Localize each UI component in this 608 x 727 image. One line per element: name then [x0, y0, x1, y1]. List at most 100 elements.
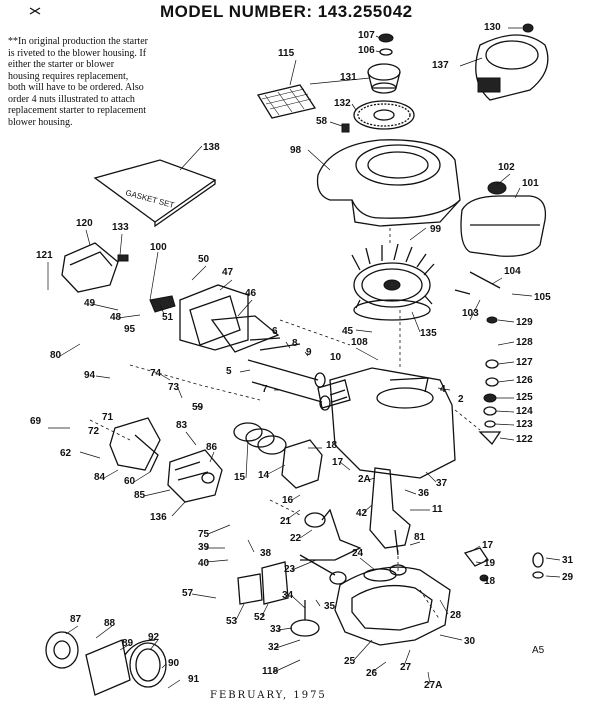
callout-71: 71: [102, 412, 114, 423]
muffler-101: [460, 181, 547, 257]
callout-107: 107: [358, 30, 375, 41]
callout-17b: 17: [482, 540, 494, 551]
rewind-starter-137: [475, 23, 549, 101]
callout-62: 62: [60, 448, 72, 459]
callout-122: 122: [516, 434, 533, 445]
callout-121: 121: [36, 250, 53, 261]
callout-125: 125: [516, 392, 533, 403]
callout-100: 100: [150, 242, 167, 253]
callout-32: 32: [268, 642, 280, 653]
carburetor-assembly: [149, 284, 301, 353]
callout-47: 47: [222, 267, 234, 278]
piston-14: [233, 422, 323, 489]
callout-33: 33: [270, 624, 282, 635]
gasket-set-label: GASKET SET: [124, 188, 175, 210]
callout-7: 7: [262, 384, 268, 395]
callout-22: 22: [290, 533, 302, 544]
callout-30: 30: [464, 636, 476, 647]
callout-34: 34: [282, 590, 294, 601]
callout-35: 35: [324, 601, 336, 612]
gasket-set-box: GASKET SET: [93, 159, 217, 228]
callout-123: 123: [516, 419, 533, 430]
callout-94: 94: [84, 370, 96, 381]
callout-85: 85: [134, 490, 146, 501]
air-cleaner-120: [61, 242, 129, 293]
callout-52: 52: [254, 612, 266, 623]
callout-115: 115: [278, 48, 295, 59]
flywheel-135: [351, 243, 435, 321]
callout-11: 11: [432, 504, 443, 515]
callout-91: 91: [188, 674, 200, 685]
callout-89: 89: [122, 638, 134, 649]
callout-75: 75: [198, 529, 210, 540]
callout-132: 132: [334, 98, 351, 109]
callout-90: 90: [168, 658, 180, 669]
callout-10: 10: [330, 352, 342, 363]
callout-29: 29: [562, 572, 574, 583]
callout-23: 23: [284, 564, 296, 575]
air-filter-87-92: [45, 631, 167, 696]
callout-99: 99: [430, 224, 442, 235]
callout-40: 40: [198, 558, 210, 569]
callout-37: 37: [436, 478, 448, 489]
callout-137: 137: [432, 60, 449, 71]
callout-60: 60: [124, 476, 136, 487]
callout-135: 135: [420, 328, 437, 339]
callout-120: 120: [76, 218, 93, 229]
callout-8: 8: [292, 338, 298, 349]
callout-124: 124: [516, 406, 533, 417]
callout-102: 102: [498, 162, 515, 173]
page-code: A5: [532, 645, 545, 656]
intake-60: [109, 417, 161, 473]
callout-18: 18: [326, 440, 338, 451]
corner-mark: [29, 7, 41, 15]
carburetor-136: [167, 449, 223, 503]
starter-note: **In original production the starter is …: [8, 36, 148, 128]
crankshaft-11: [369, 467, 411, 556]
callout-86: 86: [206, 442, 218, 453]
callout-49: 49: [84, 298, 96, 309]
callout-69: 69: [30, 416, 42, 427]
callout-103: 103: [462, 308, 479, 319]
leader-lines: [47, 27, 561, 689]
starter-stack: [353, 33, 415, 130]
callout-19: 19: [484, 558, 496, 569]
callout-6: 6: [272, 326, 278, 337]
callout-14: 14: [258, 470, 270, 481]
callout-18b: 18: [484, 576, 496, 587]
callout-92: 92: [148, 632, 160, 643]
callout-80: 80: [50, 350, 62, 361]
callout-126: 126: [516, 375, 533, 386]
callout-25: 25: [344, 656, 356, 667]
governor-gear-33: [290, 600, 320, 637]
callout-95: 95: [124, 324, 136, 335]
callout-21: 21: [280, 516, 292, 527]
callout-48: 48: [110, 312, 122, 323]
callout-127: 127: [516, 357, 533, 368]
callout-81: 81: [414, 532, 426, 543]
callout-4: 4: [440, 384, 446, 395]
footer-date: FEBRUARY, 1975: [210, 690, 327, 701]
callout-83: 83: [176, 420, 188, 431]
callout-57: 57: [182, 588, 194, 599]
blower-housing-98: [316, 123, 461, 227]
callout-17: 17: [332, 457, 344, 468]
callout-46: 46: [245, 288, 257, 299]
callout-128: 128: [516, 337, 533, 348]
callout-84: 84: [94, 472, 106, 483]
callout-24: 24: [352, 548, 364, 559]
callout-136: 136: [150, 512, 167, 523]
connecting-rod-22: [299, 508, 362, 585]
gaskets-52-53: [237, 561, 289, 605]
callout-108: 108: [351, 337, 368, 348]
callout-133: 133: [112, 222, 129, 233]
callout-98: 98: [290, 145, 302, 156]
callout-138: 138: [203, 142, 220, 153]
callout-129: 129: [516, 317, 533, 328]
callout-101: 101: [522, 178, 539, 189]
callout-27A: 27A: [424, 680, 442, 691]
callout-15: 15: [234, 472, 246, 483]
callout-5: 5: [226, 366, 232, 377]
callout-88: 88: [104, 618, 116, 629]
model-number-title: MODEL NUMBER: 143.255042: [160, 2, 413, 21]
